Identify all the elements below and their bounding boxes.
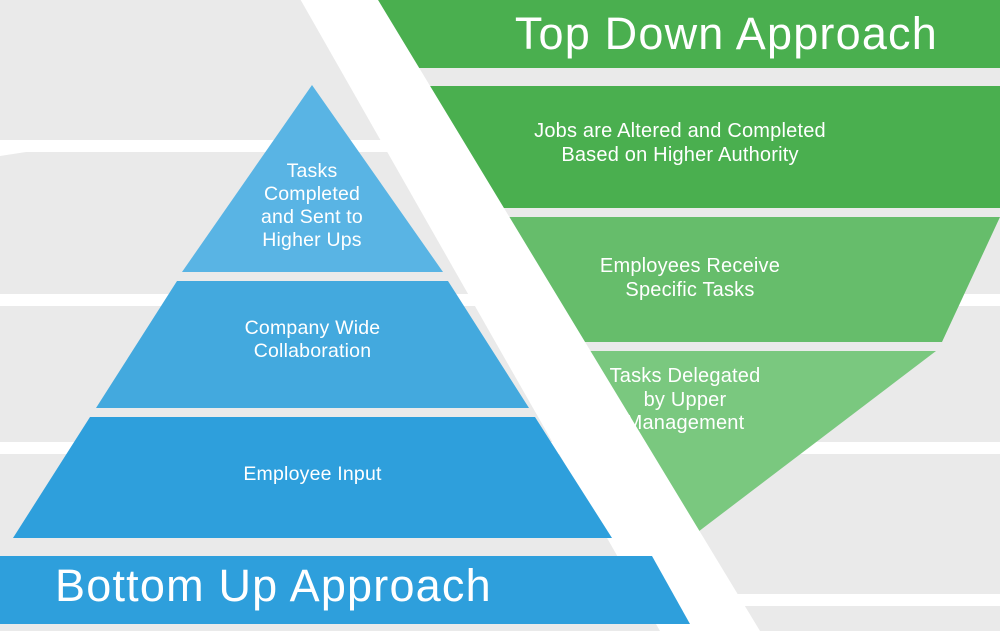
bottom-up-banner-title: Bottom Up Approach (55, 560, 492, 611)
bottom-up-tier-1 (182, 85, 443, 272)
bottom-up-banner (0, 556, 690, 624)
top-down-banner-title: Top Down Approach (514, 8, 938, 59)
bottom-up-tier-2 (96, 281, 529, 408)
top-down-banner (318, 0, 1000, 68)
top-down-tier-2 (482, 217, 1000, 342)
top-down-tier-1 (379, 86, 1000, 208)
separator-wedge (300, 0, 760, 631)
bottom-up-tier-3 (13, 417, 612, 538)
